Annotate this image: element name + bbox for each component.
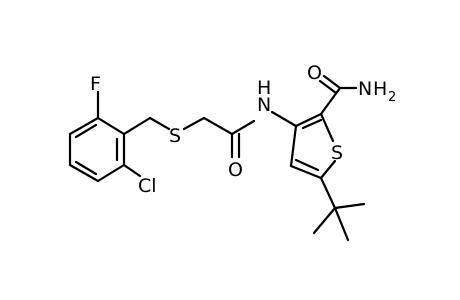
thiophene-ring bbox=[289, 112, 337, 180]
bond-thiophene-double-2 bbox=[294, 158, 320, 172]
atom-label-oxygen-carboxamide: O bbox=[307, 62, 322, 84]
bond-benzene-3 bbox=[96, 163, 126, 183]
bond-ring-ch2 bbox=[122, 116, 152, 136]
bond-s-ch2 bbox=[182, 116, 206, 131]
atom-label-sulfur-thiophene: S bbox=[331, 142, 343, 164]
atom-label-hydrogen-carboxamide: H bbox=[373, 78, 387, 100]
bond-c2-carboxamide bbox=[319, 86, 342, 116]
bond-carbonyl-nh bbox=[230, 119, 256, 136]
bond-c-cl bbox=[122, 163, 142, 178]
atom-label-hydrogen-amide: H bbox=[257, 77, 271, 99]
benzene-ring bbox=[68, 116, 126, 183]
bond-carboxamide-o-1 bbox=[322, 74, 342, 90]
atom-label-nitrogen-carboxamide: N bbox=[358, 78, 372, 100]
bond-tbu-me-2 bbox=[312, 206, 337, 235]
bond-thiophene-c5-c4 bbox=[289, 164, 323, 180]
bond-thiophene-double-1 bbox=[301, 118, 323, 130]
bond-tbu-me-1 bbox=[333, 206, 350, 242]
bond-thiophene-c4-c3 bbox=[289, 124, 298, 168]
bond-benzene-4 bbox=[68, 163, 100, 183]
atom-label-fluorine: F bbox=[90, 73, 101, 95]
bond-ch2-carbonyl bbox=[202, 116, 234, 136]
atom-label-sulfur-thioether: S bbox=[169, 125, 181, 147]
bond-benzene-double-3 bbox=[74, 123, 98, 139]
atom-label-nitrogen-amide: N bbox=[257, 94, 271, 116]
bond-thiophene-c2-s bbox=[319, 112, 335, 143]
bond-ch2-s bbox=[148, 116, 171, 131]
bond-benzene-6 bbox=[68, 116, 100, 136]
bond-benzene-1 bbox=[96, 116, 126, 136]
bond-c5-tbu bbox=[319, 176, 337, 210]
bond-thiophene-c3-c2 bbox=[294, 112, 323, 128]
atom-label-hydrogen-count: 2 bbox=[388, 90, 396, 105]
bond-thiophene-s-c5 bbox=[319, 159, 337, 180]
bond-nh-thiophene bbox=[270, 110, 298, 128]
atom-label-oxygen-amide: O bbox=[228, 159, 243, 181]
bond-carboxamide-o-2 bbox=[318, 79, 338, 95]
atom-label-chlorine: Cl bbox=[138, 175, 157, 197]
bond-tbu-me-3 bbox=[333, 202, 366, 210]
bond-benzene-double-2 bbox=[74, 160, 98, 176]
